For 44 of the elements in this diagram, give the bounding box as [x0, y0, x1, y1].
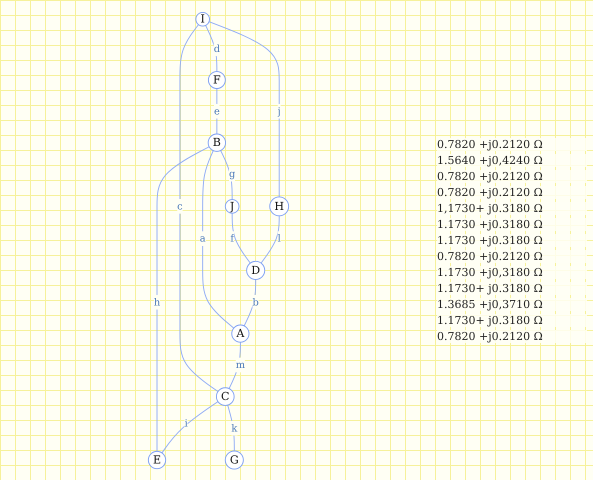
connector: [216, 88, 218, 134]
node-circle: D: [246, 260, 266, 280]
connector: [232, 212, 251, 264]
impedance-label: 0.7820 +j0.2120 Ω: [437, 330, 587, 342]
impedance-label: 1.5640 +j0,4240 Ω: [437, 154, 587, 166]
connector: [179, 24, 218, 392]
edge-label: a: [200, 232, 206, 244]
impedance-label: 1.1730 +j0.3180 Ω: [437, 234, 587, 246]
edge-label: g: [229, 168, 236, 180]
node-circle: F: [208, 71, 226, 89]
impedance-label: 1.1730+ j0.3180 Ω: [437, 314, 587, 326]
connector: [260, 215, 280, 264]
impedance-label: 1.1730 +j0.3180 Ω: [437, 218, 587, 230]
impedance-label: 0.7820 +j0.2120 Ω: [437, 138, 587, 150]
edge-label: i: [184, 417, 188, 429]
edge-label: k: [231, 422, 238, 434]
edge-label: l: [278, 232, 281, 244]
node-circle: E: [148, 450, 166, 470]
edge-label: m: [236, 358, 246, 371]
connector: [156, 146, 210, 452]
impedance-label: 1.3685 +j0,3710 Ω: [437, 298, 587, 310]
node-circle: J: [224, 199, 240, 214]
node-circle: A: [231, 324, 250, 343]
edge-label: j: [278, 105, 281, 117]
edge-label: f: [230, 232, 234, 244]
edge-label: c: [177, 200, 183, 212]
edge-label: h: [154, 296, 160, 308]
node-circle: G: [224, 450, 244, 470]
impedance-label: 1,1730+ j0.3180 Ω: [437, 202, 587, 214]
node-circle: B: [208, 134, 226, 152]
connector: [162, 401, 218, 454]
edge-label: b: [252, 296, 259, 308]
node-circle: C: [216, 387, 235, 406]
edge-label: d: [214, 42, 220, 54]
impedance-label: 0.7820 +j0.2120 Ω: [437, 250, 587, 262]
impedance-label: 1.1730+ j0.3180 Ω: [437, 282, 587, 294]
impedance-label: 1.1730 +j0,3180 Ω: [437, 266, 587, 278]
impedance-label: 0.7820 +j0.2120 Ω: [437, 186, 587, 198]
connector: [228, 342, 241, 390]
node-circle: I: [195, 12, 210, 26]
connector: [205, 24, 218, 72]
node-circle: H: [269, 196, 290, 216]
edge-label: e: [214, 105, 220, 117]
impedance-label: 0.7820 +j0.2120 Ω: [437, 170, 587, 182]
